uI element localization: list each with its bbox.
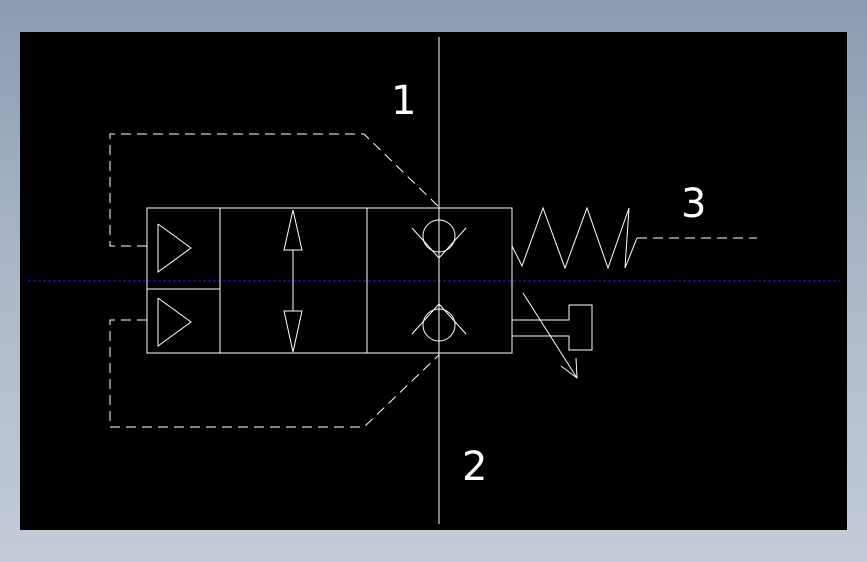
check-valve-bottom-seat-icon: [411, 303, 467, 335]
check-valve-top-seat-icon: [411, 227, 467, 259]
port-label-1: 1: [391, 78, 416, 124]
bottom-pilot-line: [109, 319, 440, 428]
diagonal-arrow-shaft: [522, 292, 578, 379]
check-valve-box: [366, 207, 513, 354]
spring-icon: [511, 206, 638, 270]
drawing-viewport[interactable]: 1 2 3: [20, 32, 847, 530]
manual-override-icon: [512, 304, 593, 351]
check-valve-top-ball-icon: [422, 219, 456, 253]
port-label-2: 2: [462, 444, 487, 490]
port-label-3: 3: [681, 181, 706, 227]
diagonal-arrow-head-icon: [560, 357, 578, 380]
double-arrow-head-up-icon: [283, 209, 303, 251]
pilot-triangle-bottom-icon: [157, 297, 192, 347]
top-pilot-line: [109, 133, 440, 247]
pilot-triangle-top-icon: [157, 223, 192, 273]
double-arrow-head-down-icon: [283, 310, 303, 353]
valve-schematic: 1 2 3: [28, 37, 840, 524]
check-valve-bottom-ball-icon: [422, 308, 456, 342]
